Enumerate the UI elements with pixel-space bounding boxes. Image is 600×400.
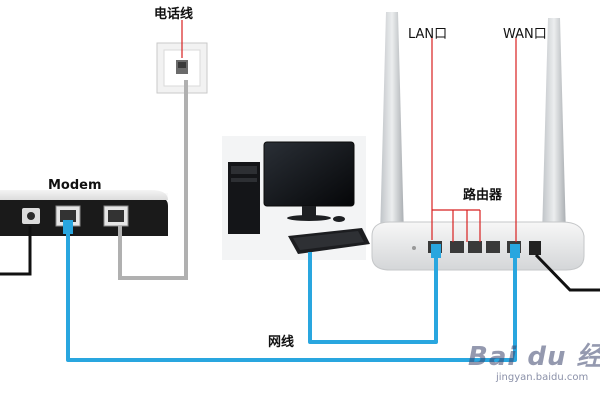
network-cables [66,226,517,362]
wan-port-label: WAN口 [503,27,547,42]
router-label: 路由器 [463,188,503,203]
computer-set [222,136,370,260]
modem-power-cable [0,226,32,276]
router-device [371,12,585,271]
phone-cable [118,80,188,280]
router-wan-plug [510,244,520,258]
port-pointer-lines [431,38,517,242]
phone-line-label: 电话线 [154,7,194,22]
lan-port-label: LAN口 [408,27,448,42]
router-lan-plug [431,244,441,258]
network-cable-label: 网线 [268,335,295,350]
modem-device [0,190,168,236]
watermark-brand: Bai du 经 [468,342,600,372]
watermark-url: jingyan.baidu.com [496,372,589,383]
router-power-cable [534,253,600,292]
modem-label: Modem [48,178,102,193]
modem-cable-plug [63,220,73,234]
